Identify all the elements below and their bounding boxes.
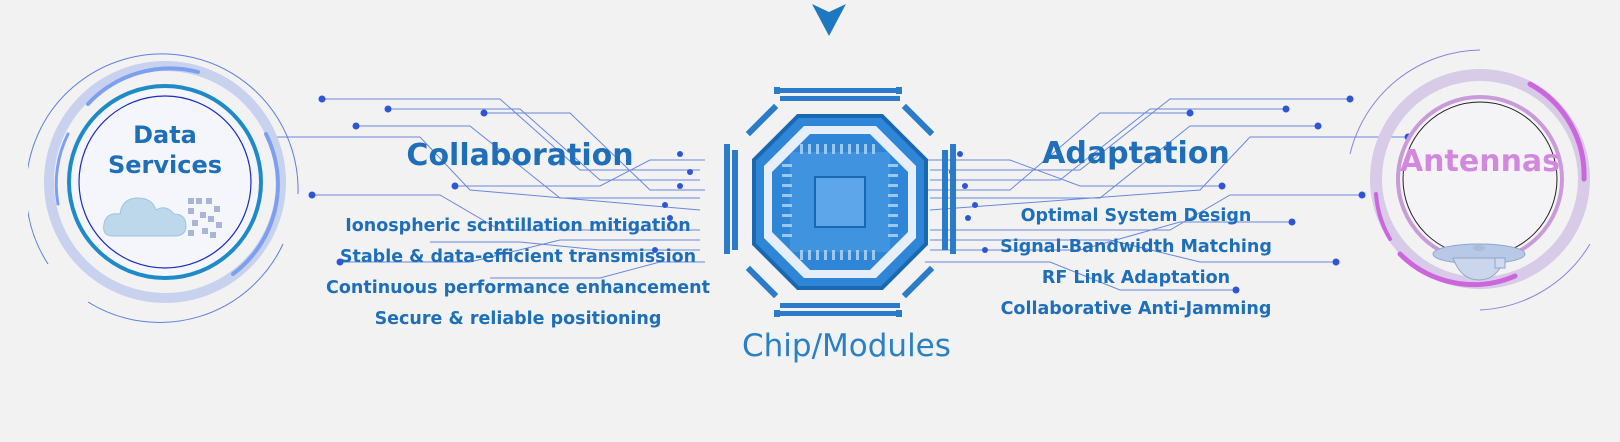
antennas-hub[interactable]: Antennas — [1340, 44, 1620, 324]
adaptation-heading: Adaptation — [1042, 136, 1230, 171]
data-services-hub[interactable]: Data Services — [28, 44, 308, 324]
antennas-rings — [1349, 49, 1591, 311]
data-services-title: Data Services — [75, 120, 255, 180]
collaboration-item: Ionospheric scintillation mitigation — [345, 216, 691, 236]
adaptation-item: Optimal System Design — [1020, 206, 1252, 226]
antenna-puck-icon — [1432, 243, 1526, 281]
collaboration-item: Continuous performance enhancement — [326, 278, 710, 298]
antennas-title: Antennas — [1399, 144, 1561, 179]
chip-icon[interactable] — [720, 82, 960, 322]
collaboration-item: Stable & data-efficient transmission — [339, 247, 697, 267]
collaboration-item: Secure & reliable positioning — [374, 309, 662, 329]
data-services-title-line2: Services — [107, 151, 223, 179]
adaptation-item: Collaborative Anti-Jamming — [1000, 299, 1272, 319]
chip-modules-label: Chip/Modules — [742, 328, 951, 364]
arrow-down-icon — [812, 4, 846, 36]
adaptation-item: Signal-Bandwidth Matching — [1000, 237, 1272, 257]
collaboration-heading: Collaboration — [406, 138, 634, 173]
data-services-title-line1: Data — [133, 121, 197, 149]
cloud-data-icon — [103, 197, 222, 238]
adaptation-item: RF Link Adaptation — [1041, 268, 1231, 288]
